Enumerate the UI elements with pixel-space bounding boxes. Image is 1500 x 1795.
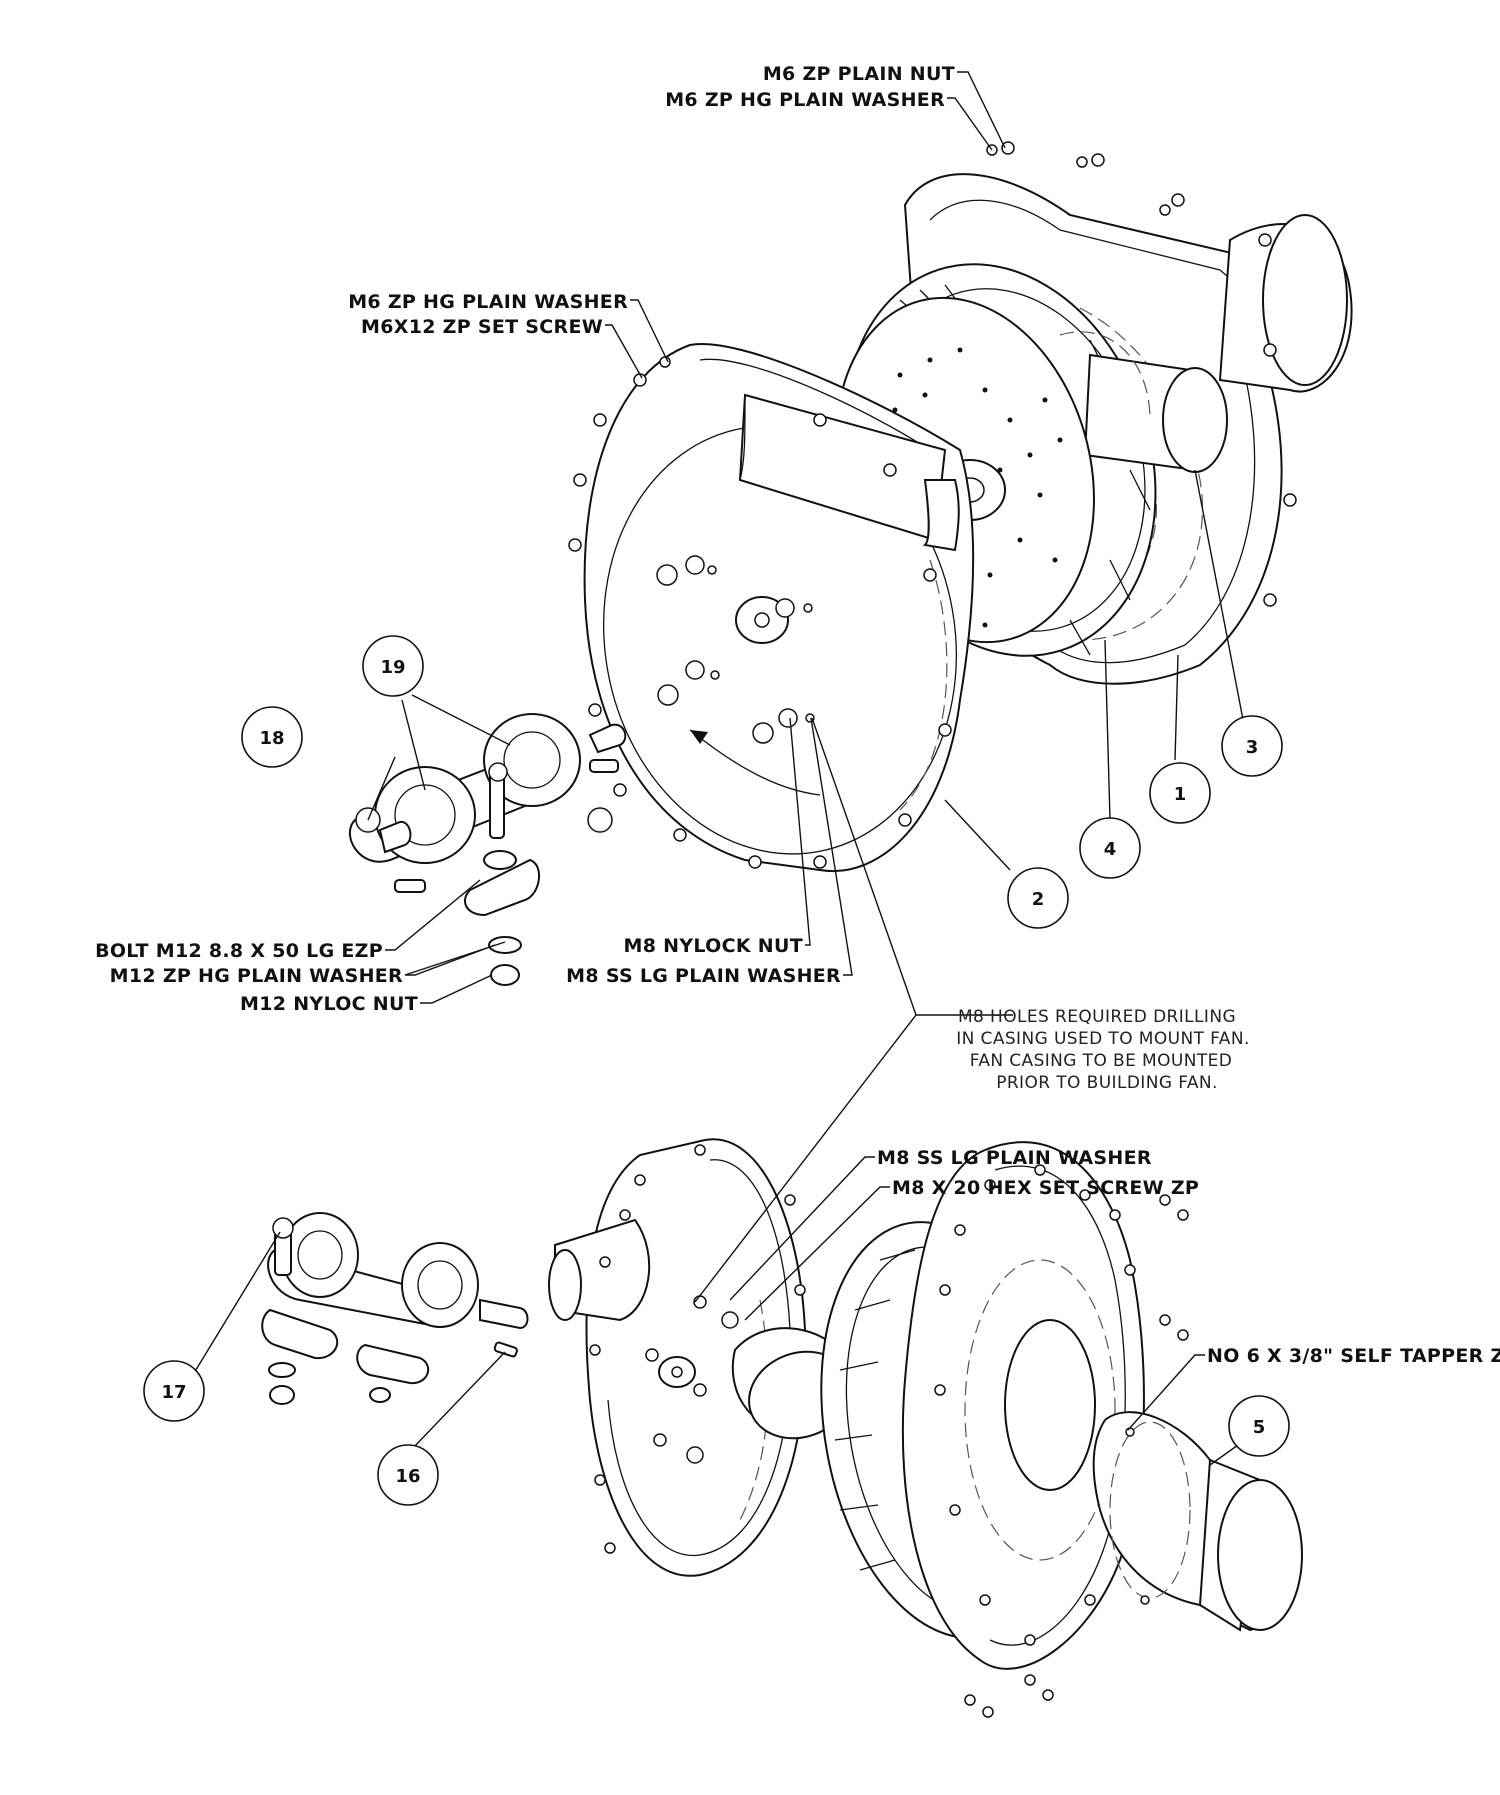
svg-text:18: 18 [259,728,284,749]
svg-text:4: 4 [1104,839,1117,860]
note-line-4: PRIOR TO BUILDING FAN. [996,1073,1218,1093]
outlet-cone-part-5 [1092,1411,1303,1632]
label-m8-ss-washer-upper: M8 SS LG PLAIN WASHER [566,965,841,987]
m12-washer-part [488,936,522,954]
label-m6-plain-nut: M6 ZP PLAIN NUT [763,63,955,85]
svg-text:3: 3 [1246,737,1259,758]
label-m12-nut: M12 NYLOC NUT [240,993,418,1015]
upper-assembly [349,141,1353,986]
drilling-note: M8 HOLES REQUIRED DRILLING IN CASING USE… [956,1007,1250,1093]
svg-text:5: 5 [1253,1417,1266,1438]
top-fastener-cluster [986,141,1297,607]
balloon-16: 16 [377,1444,439,1506]
note-line-3: FAN CASING TO BE MOUNTED [970,1051,1233,1071]
svg-text:17: 17 [161,1382,186,1403]
lower-m12-washer [268,1362,296,1378]
label-m6-set-screw: M6X12 ZP SET SCREW [361,316,603,338]
note-line-1: M8 HOLES REQUIRED DRILLING [958,1007,1236,1027]
balloon-1: 1 [1149,762,1211,824]
balloon-19: 19 [362,635,424,697]
note-line-2: IN CASING USED TO MOUNT FAN. [956,1029,1250,1049]
lower-assembly [261,1138,1303,1718]
label-m12-washer: M12 ZP HG PLAIN WASHER [110,965,403,987]
balloon-3: 3 [1221,715,1283,777]
label-m8-nylock-nut: M8 NYLOCK NUT [624,935,803,957]
svg-text:1: 1 [1174,784,1187,805]
label-self-tapper: NO 6 X 3/8" SELF TAPPER ZP [1207,1345,1500,1367]
label-m8-ss-washer-lower: M8 SS LG PLAIN WASHER [877,1147,1152,1169]
lower-bearing-assembly [261,1212,529,1385]
label-m6-washer-top: M6 ZP HG PLAIN WASHER [665,89,945,111]
svg-text:16: 16 [395,1466,420,1487]
lower-front-cover [901,1141,1189,1718]
leader-lines [193,71,1246,1466]
balloon-17: 17 [143,1360,205,1422]
m12-nut-part [490,964,520,986]
label-m6-washer-mid: M6 ZP HG PLAIN WASHER [348,291,628,313]
svg-text:19: 19 [380,657,405,678]
lower-casing [548,1138,852,1577]
inlet-tube-part-3 [1059,331,1228,473]
balloon-18: 18 [241,706,303,768]
balloon-2: 2 [1007,867,1069,929]
lower-bolt-head [369,1387,391,1403]
label-bolt-m12: BOLT M12 8.8 X 50 LG EZP [95,940,383,962]
upper-bearing-assembly [349,713,627,917]
front-casing-part-2 [568,343,975,873]
svg-text:2: 2 [1032,889,1045,910]
label-m8-set-screw: M8 X 20 HEX SET SCREW ZP [892,1177,1199,1199]
balloon-5: 5 [1228,1395,1290,1457]
balloon-4: 4 [1079,817,1141,879]
lower-m12-nut [269,1385,295,1405]
